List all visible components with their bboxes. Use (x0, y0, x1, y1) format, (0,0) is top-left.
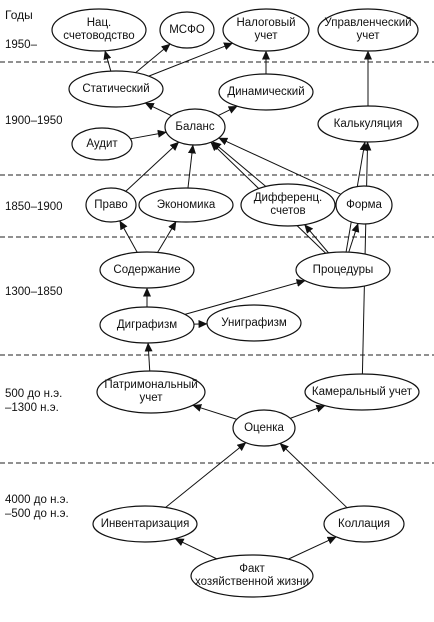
node-pravo: Право (94, 198, 128, 211)
node-pravo-ellipse (85, 187, 137, 223)
arrow-proced-to-differ (304, 224, 329, 254)
node-ekon: Экономика (156, 198, 216, 211)
arrow-soderzh-to-ekon (157, 221, 177, 253)
node-patrim-ellipse (96, 370, 206, 414)
arrow-pravo-to-balans (125, 141, 180, 192)
arrow-balans-to-dinam (217, 105, 238, 117)
node-nalog: Налоговый учет (236, 17, 296, 42)
arrow-ocenka-to-patrim (192, 404, 237, 420)
arrow-stat-to-nalog (148, 42, 233, 77)
period-dividers (0, 61, 434, 464)
period-label-4000bc-500bc: 4000 до н.э. –500 до н.э. (5, 494, 69, 520)
node-kameral: Камеральный учет (311, 385, 413, 398)
node-ekon-ellipse (138, 187, 234, 223)
node-differ-ellipse (240, 183, 336, 227)
node-kollac: Коллация (338, 517, 390, 530)
arrow-balans-to-stat (144, 102, 172, 117)
period-label-1300-1850: 1300–1850 (5, 286, 63, 298)
node-unigraf: Униграфизм (221, 316, 287, 329)
node-msfo-ellipse (159, 11, 215, 49)
node-forma: Форма (346, 198, 382, 211)
arrow-kollac-to-ocenka (279, 443, 348, 509)
node-stat: Статический (82, 82, 150, 95)
node-soderzh: Содержание (113, 263, 181, 276)
period-label-1900-1950: 1900–1950 (5, 115, 63, 127)
node-msfo: МСФО (169, 23, 205, 36)
arrow-stat-to-nac (103, 50, 112, 72)
node-digraf: Диграфизм (116, 318, 178, 331)
node-kalk-ellipse (317, 105, 419, 143)
arrow-ocenka-to-kameral (290, 404, 326, 419)
arrow-fakt-to-kollac (288, 536, 337, 560)
node-differ: Дифференц. счетов (253, 192, 323, 217)
node-soderzh-ellipse (99, 251, 195, 289)
node-unigraf-ellipse (206, 304, 302, 342)
node-digraf-ellipse (99, 306, 195, 344)
node-proced-ellipse (295, 251, 391, 289)
arrow-soderzh-to-pravo (119, 220, 138, 253)
arrow-forma-to-balans (218, 137, 342, 195)
arrow-differ-to-balans (212, 141, 267, 187)
arrow-stat-to-msfo (135, 43, 171, 74)
arrow-ekon-to-balans (187, 144, 196, 189)
arrow-proced-to-forma (348, 223, 360, 253)
node-dinam-ellipse (218, 73, 314, 111)
node-kalk: Калькуляция (333, 117, 403, 130)
node-ocenka: Оценка (244, 421, 284, 434)
node-dinam: Динамический (227, 85, 305, 98)
diagram-nodes (51, 8, 420, 598)
arrow-invent-to-ocenka (165, 442, 247, 508)
diagram-arrows (103, 42, 372, 560)
arrow-fakt-to-invent (174, 538, 217, 560)
node-stat-ellipse (68, 70, 164, 108)
node-audit: Аудит (86, 137, 118, 150)
node-nalog-ellipse (222, 8, 310, 52)
node-nac: Нац. счетоводство (63, 17, 135, 42)
node-forma-ellipse (335, 185, 393, 225)
node-patrim: Патримональный учет (104, 379, 198, 404)
node-balans: Баланс (175, 120, 215, 133)
arrow-digraf-to-proced (184, 279, 306, 315)
node-kollac-ellipse (323, 505, 405, 543)
arrow-audit-to-balans (130, 129, 167, 140)
node-ocenka-ellipse (232, 409, 296, 447)
node-uprav-ellipse (317, 8, 419, 52)
node-fakt: Факт хозяйственной жизни (194, 563, 310, 588)
node-kameral-ellipse (304, 373, 420, 411)
period-label-1850-1900: 1850–1900 (5, 201, 63, 213)
node-audit-ellipse (71, 127, 133, 161)
node-balans-ellipse (164, 108, 226, 146)
node-fakt-ellipse (190, 554, 314, 598)
arrow-patrim-to-digraf (144, 342, 153, 372)
node-invent-ellipse (92, 505, 198, 543)
node-invent: Инвентаризация (100, 517, 190, 530)
node-uprav: Управленческий учет (324, 17, 412, 42)
years-header: Годы (5, 8, 33, 22)
node-nac-ellipse (51, 8, 147, 52)
node-proced: Процедуры (312, 263, 374, 276)
period-label-1950: 1950– (5, 39, 37, 51)
period-label-500bc-1300: 500 до н.э. –1300 н.э. (5, 388, 63, 414)
